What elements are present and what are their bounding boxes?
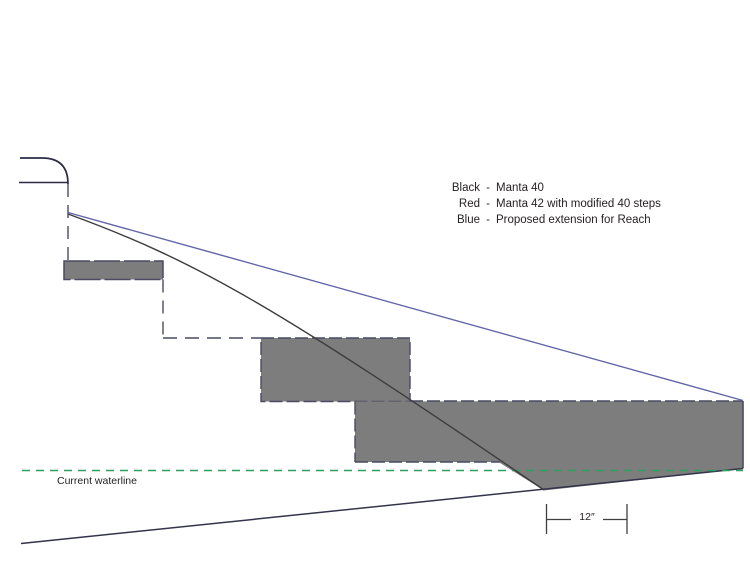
legend-row-blue: Blue - Proposed extension for Reach [434, 212, 661, 228]
step-2-shape [260, 337, 411, 403]
legend-row-black: Black - Manta 40 [434, 180, 661, 196]
transom-corner-arc [20, 157, 69, 185]
manta40-profile-line [67, 213, 545, 491]
legend-color-name-red: Red [458, 198, 480, 210]
current-waterline-label: Current waterline [57, 475, 137, 487]
hull-bottom-line [20, 467, 744, 545]
legend-separator: - [486, 182, 490, 194]
legend-label-black: Manta 40 [496, 182, 544, 194]
step-1-shape [63, 260, 164, 281]
legend-label-blue: Proposed extension for Reach [496, 214, 651, 226]
step-3-extension-shape [355, 401, 743, 491]
legend-separator: - [486, 214, 490, 226]
legend-row-red: Red - Manta 42 with modified 40 steps [434, 196, 661, 212]
dimension-value-label: 12″ [579, 511, 595, 523]
legend-separator: - [486, 198, 490, 210]
legend-label-red: Manta 42 with modified 40 steps [496, 198, 661, 210]
legend: Black - Manta 40 Red - Manta 42 with mod… [434, 180, 661, 228]
legend-color-name-blue: Blue [456, 214, 480, 226]
dimension-12in [545, 504, 628, 534]
proposed-extension-line [67, 211, 744, 402]
legend-color-name-black: Black [451, 182, 480, 194]
